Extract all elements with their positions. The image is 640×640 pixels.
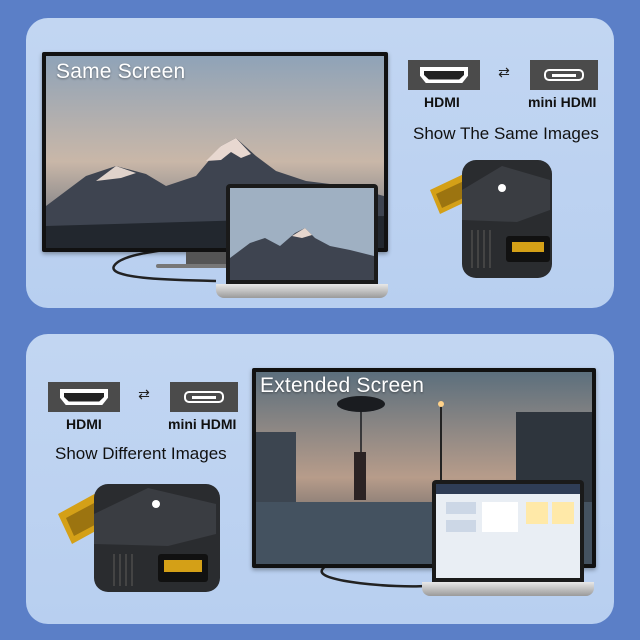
mini-hdmi-port-box: [170, 382, 238, 412]
same-screen-title: Same Screen: [56, 60, 186, 83]
laptop-screen: [432, 480, 584, 582]
laptop-keyboard-base: [422, 582, 594, 596]
laptop-screen: [226, 184, 378, 284]
mini-hdmi-label: mini HDMI: [168, 416, 237, 432]
mini-hdmi-port-box: [530, 60, 598, 90]
hdmi-port-box: [48, 382, 120, 412]
two-way-arrows-icon: ⇄: [138, 386, 150, 402]
tv-stand: [186, 252, 226, 264]
different-images-caption: Show Different Images: [55, 444, 227, 463]
same-images-caption: Show The Same Images: [413, 124, 599, 143]
hdmi-port-box: [408, 60, 480, 90]
mini-hdmi-label: mini HDMI: [528, 94, 597, 110]
two-way-arrows-icon: ⇄: [498, 64, 510, 80]
mini-hdmi-port-icon: [184, 391, 224, 403]
hdmi-label: HDMI: [424, 94, 460, 110]
same-screen-panel: Same Screen ⇄ HDMI mini HDMI Show The Sa…: [26, 18, 614, 308]
laptop-keyboard-base: [216, 284, 388, 298]
hdmi-port-icon: [60, 389, 108, 405]
tv-base: [156, 264, 256, 268]
extended-screen-title: Extended Screen: [260, 374, 425, 397]
hdmi-label: HDMI: [66, 416, 102, 432]
hdmi-port-icon: [420, 67, 468, 83]
tv-monitor: Extended Screen: [252, 368, 596, 568]
hdmi-adapter-image: [430, 160, 552, 278]
extended-screen-panel: Extended Screen ⇄ HDMI mini HDMI Show Di…: [26, 334, 614, 624]
mini-hdmi-port-icon: [544, 69, 584, 81]
hdmi-adapter-image: [58, 484, 220, 592]
